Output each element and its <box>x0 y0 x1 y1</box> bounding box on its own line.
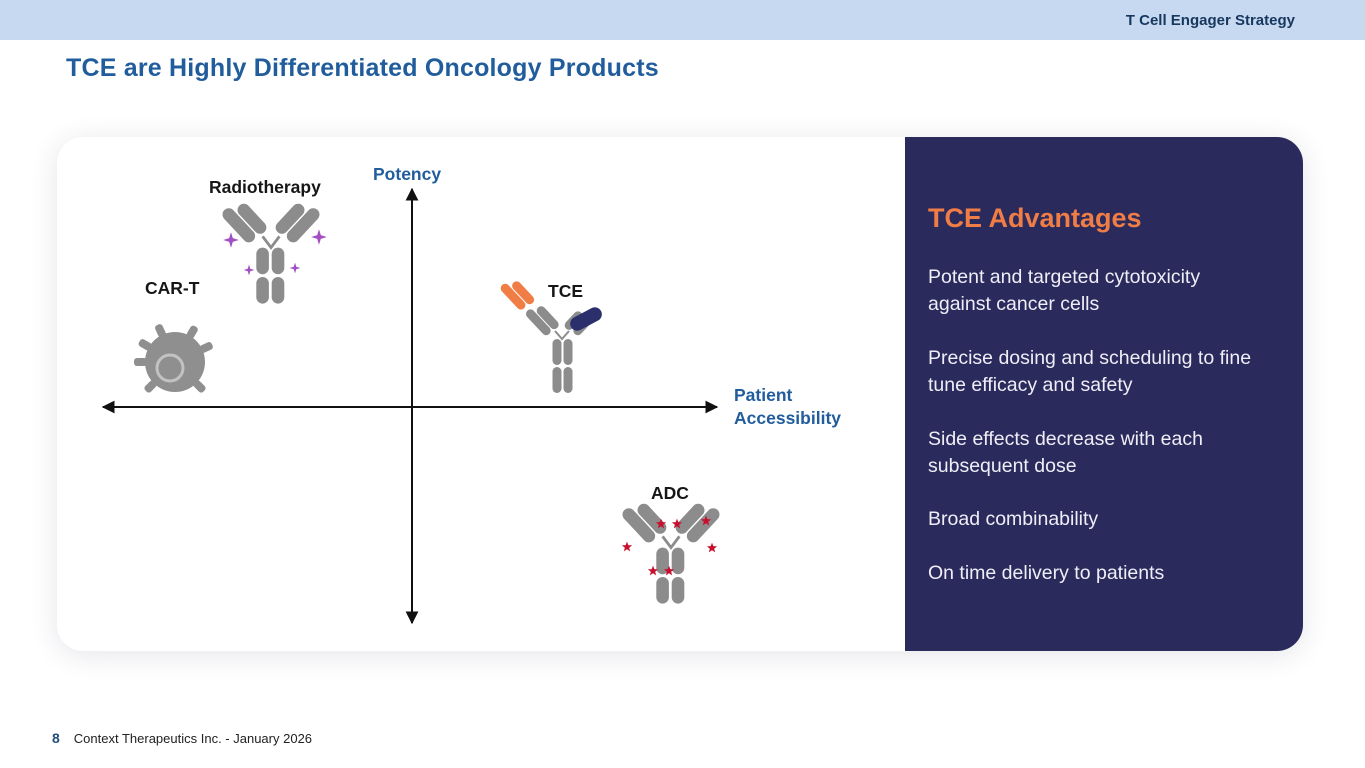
page-number: 8 <box>52 730 60 746</box>
radiotherapy-label: Radiotherapy <box>209 177 321 197</box>
adc-label: ADC <box>651 483 689 503</box>
quadrant-axes <box>101 187 719 625</box>
advantages-panel: TCE Advantages Potent and targeted cytot… <box>905 137 1303 651</box>
advantage-item: On time delivery to patients <box>928 562 1165 585</box>
car-t-cell-icon <box>134 324 213 393</box>
top-banner: T Cell Engager Strategy <box>0 0 1365 40</box>
advantage-item: Potent and targeted cytotoxicity against… <box>928 266 1201 315</box>
cell-body <box>145 332 205 392</box>
tce-antibody-icon <box>500 281 602 393</box>
adc-antibody-icon <box>618 497 724 605</box>
banner-label: T Cell Engager Strategy <box>1125 11 1295 29</box>
tce-orange-binder <box>500 283 526 310</box>
car-t-label: CAR-T <box>145 278 200 298</box>
tce-navy-binder <box>570 307 602 331</box>
tce-label: TCE <box>548 281 583 301</box>
slide-title: TCE are Highly Differentiated Oncology P… <box>66 54 659 82</box>
cell-nucleus <box>155 353 185 383</box>
diagram-card: Potency Patient Accessibility Radiothera… <box>57 137 1303 651</box>
panel-title: TCE Advantages <box>928 203 1142 233</box>
footer: 8 Context Therapeutics Inc. - January 20… <box>52 730 312 746</box>
x-axis-label: Patient Accessibility <box>734 385 841 428</box>
radiotherapy-antibody-icon <box>218 197 327 306</box>
advantage-item: Side effects decrease with each subseque… <box>928 427 1203 477</box>
advantage-item: Broad combinability <box>928 508 1099 531</box>
advantage-item: Precise dosing and scheduling to fine tu… <box>928 346 1252 396</box>
footer-note: Context Therapeutics Inc. - January 2026 <box>73 731 313 746</box>
y-axis-label: Potency <box>373 164 442 184</box>
